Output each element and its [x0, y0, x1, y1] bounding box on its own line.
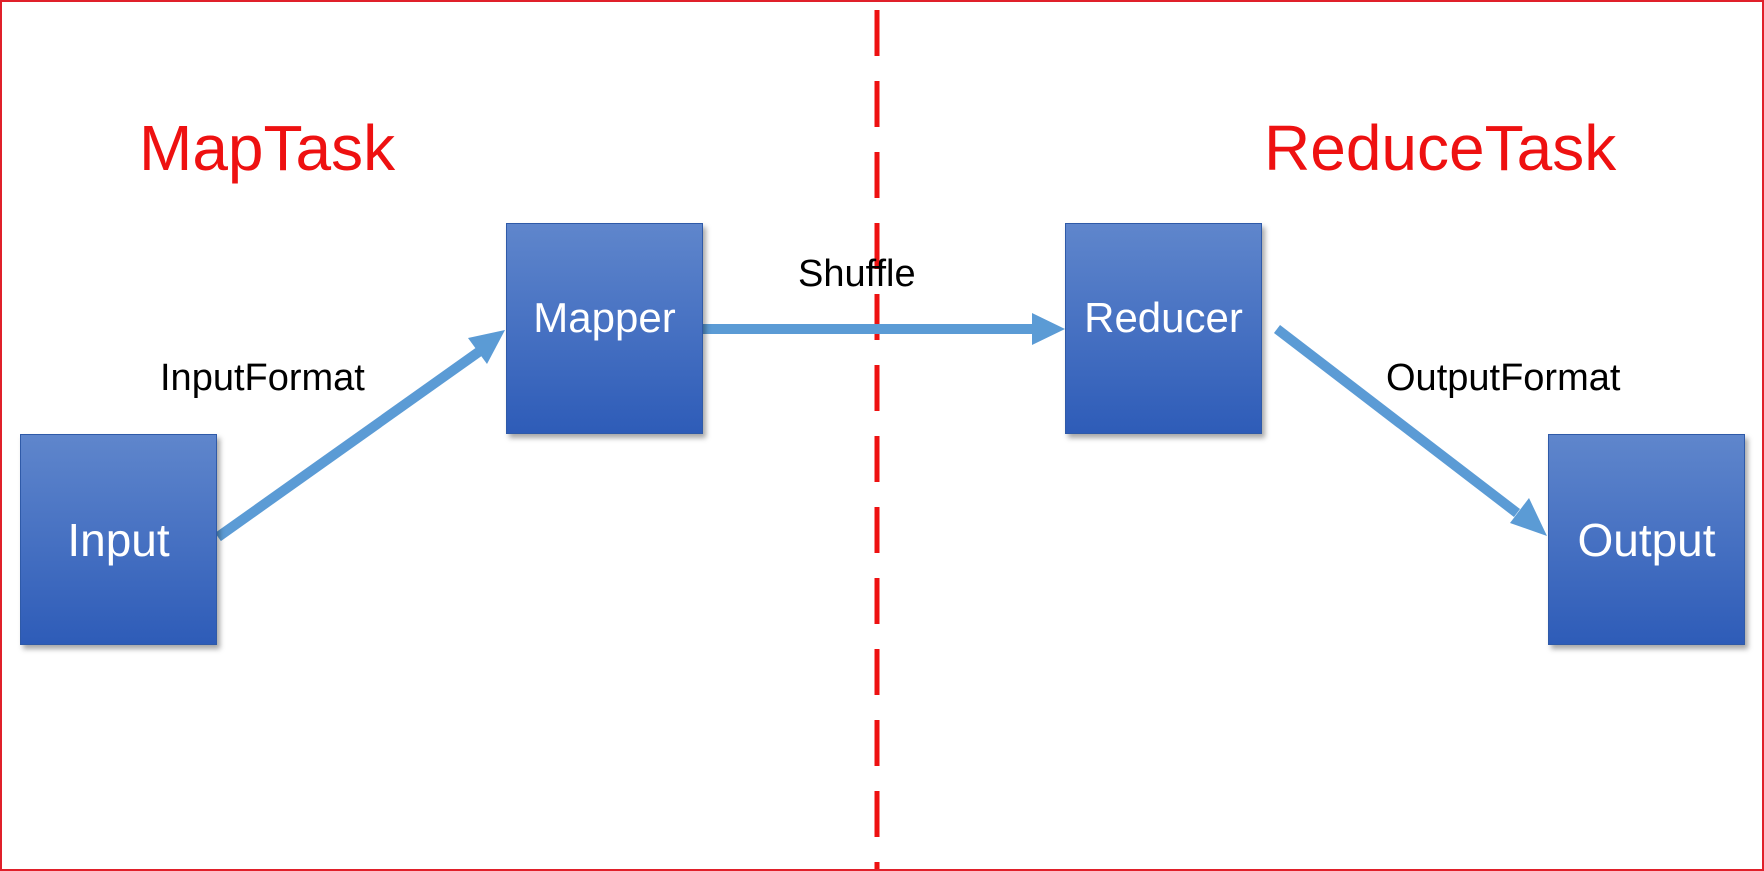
- shuffle-label: Shuffle: [798, 253, 916, 295]
- input-node: Input: [20, 434, 217, 645]
- mapper-node: Mapper: [506, 223, 703, 434]
- inputformat-label: InputFormat: [160, 357, 365, 399]
- arrow-input-to-mapper: [215, 330, 505, 542]
- reducer-node: Reducer: [1065, 223, 1262, 434]
- maptask-title: MapTask: [139, 112, 396, 184]
- arrow-mapper-to-reducer: [702, 313, 1065, 345]
- arrow-reducer-to-output: [1273, 325, 1547, 536]
- outputformat-label: OutputFormat: [1386, 357, 1621, 399]
- mapper-node-label: Mapper: [533, 293, 676, 341]
- reducer-node-label: Reducer: [1084, 293, 1243, 341]
- output-node: Output: [1548, 434, 1745, 645]
- reducetask-title: ReduceTask: [1264, 112, 1617, 184]
- output-node-label: Output: [1577, 513, 1716, 566]
- input-node-label: Input: [67, 513, 170, 566]
